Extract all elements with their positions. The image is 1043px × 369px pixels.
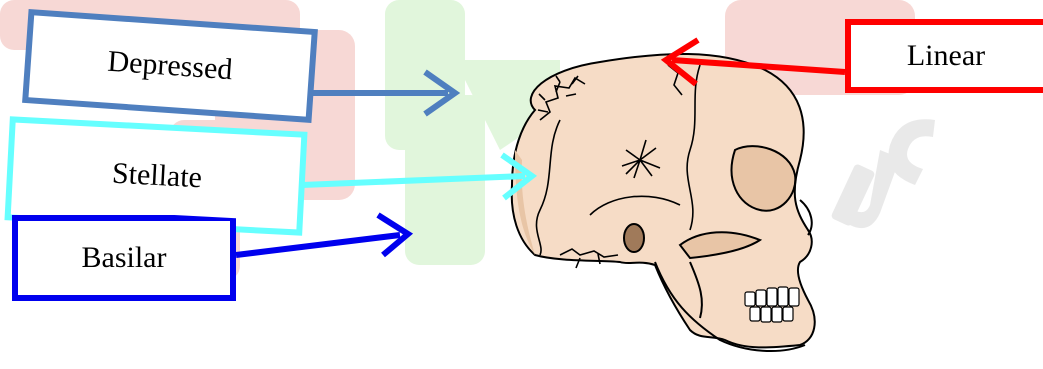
depressed-arrow (312, 72, 455, 114)
basilar-label: Basilar (24, 226, 224, 290)
linear-label-text: Linear (907, 39, 985, 73)
stellate-label-text: Stellate (111, 157, 203, 196)
depressed-label-text: Depressed (106, 45, 233, 88)
basilar-label-text: Basilar (82, 241, 167, 275)
stellate-label: Stellate (20, 131, 294, 221)
stellate-arrow (302, 155, 532, 198)
skull-side-view-icon (512, 54, 815, 351)
linear-label: Linear (856, 28, 1036, 84)
